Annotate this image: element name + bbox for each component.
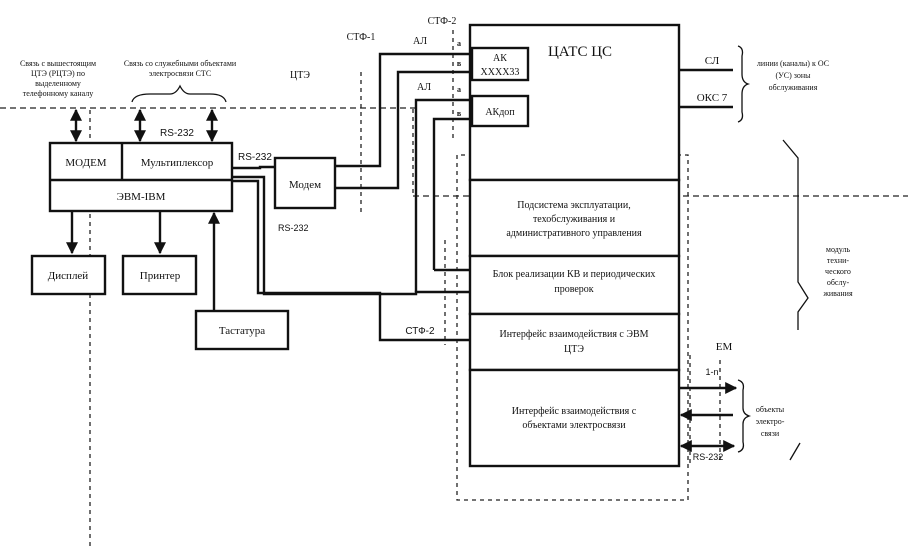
svg-text:объекты: объекты	[756, 405, 785, 414]
rs232-modem-label: RS-232	[278, 223, 309, 233]
external-modem-box	[273, 156, 337, 210]
label-stf1: СТФ-1	[347, 32, 376, 43]
exchange-title: ЦАТС ЦС	[548, 44, 612, 60]
label-cte: ЦТЭ	[290, 70, 310, 81]
line-al-1a	[335, 52, 470, 168]
svg-text:техни-: техни-	[827, 256, 850, 265]
label-em: ЕМ	[716, 341, 733, 353]
label-al-1: АЛ	[413, 36, 427, 47]
ops-subsystem-line-3: административного управления	[506, 228, 642, 239]
ak-code-label: XXXX33	[481, 67, 520, 78]
ops-subsystem-line-2: техобслуживания и	[533, 214, 616, 225]
keyboard-box	[194, 309, 290, 351]
annotation-trunk-lines: линии (каналы) к ОС (УС) зоны обслуживан…	[757, 59, 829, 92]
svg-text:ческого: ческого	[825, 267, 851, 276]
brace-trunk-lines	[737, 45, 751, 123]
label-1-n: 1-n	[705, 367, 718, 377]
telecom-interface-line-2: объектами электросвязи	[522, 420, 626, 431]
printer-box	[121, 254, 198, 296]
svg-text:выделенному: выделенному	[35, 79, 81, 88]
evm-ibm-label: ЭВМ-IBM	[117, 191, 166, 203]
label-oks7: ОКС 7	[697, 92, 728, 104]
telecom-interface-box	[468, 368, 681, 468]
akdop-box	[470, 94, 530, 128]
label-stf2-bottom: СТФ-2	[405, 326, 435, 337]
svg-text:Связь со служебными объектами: Связь со служебными объектами	[124, 59, 237, 68]
evm-interface-box	[468, 312, 681, 372]
external-modem-label: Модем	[289, 179, 321, 191]
label-al-2: АЛ	[417, 82, 431, 93]
svg-text:Связь с вышестоящим: Связь с вышестоящим	[20, 59, 96, 68]
ak-label: АК	[493, 53, 507, 64]
ops-subsystem-line-1: Подсистема эксплуатации,	[517, 200, 630, 211]
svg-text:(УС) зоны: (УС) зоны	[775, 71, 811, 80]
svg-text:модуль: модуль	[826, 245, 851, 254]
rs232-mux-label: RS-232	[238, 152, 272, 163]
ak-box	[470, 46, 530, 82]
pointer-telecom-objects	[789, 442, 801, 461]
svg-text:электро-: электро-	[756, 417, 785, 426]
svg-text:электросвязи СТС: электросвязи СТС	[149, 69, 211, 78]
svg-text:линии (каналы) к ОС: линии (каналы) к ОС	[757, 59, 829, 68]
brace-maintenance-module	[782, 139, 809, 330]
line-al-2a	[414, 98, 470, 292]
wire-a2-label: а	[457, 85, 461, 94]
svg-text:телефонному каналу: телефонному каналу	[23, 89, 94, 98]
rs232-bottom-label: RS-232	[693, 452, 724, 462]
evm-interface-line-1: Интерфейс взаимодействия с ЭВМ	[499, 329, 648, 340]
line-evm-to-interface	[232, 179, 470, 342]
telecom-interface-line-1: Интерфейс взаимодействия с	[512, 406, 637, 417]
brace-service-objects	[131, 84, 227, 103]
wire-b2-label: в	[457, 109, 462, 118]
line-al-2b	[432, 117, 470, 270]
annotation-maintenance-module: модуль техни- ческого обслу- живания	[822, 245, 853, 298]
line-al-1b	[335, 70, 470, 190]
maintenance-module-outline	[456, 154, 689, 501]
kv-block-line-1: Блок реализации КВ и периодических	[493, 269, 656, 280]
label-stf2-top: СТФ-2	[428, 16, 457, 27]
printer-label: Принтер	[140, 270, 181, 282]
ops-subsystem-box	[468, 178, 681, 258]
kv-block-line-2: проверок	[554, 284, 593, 295]
svg-text:живания: живания	[822, 289, 853, 298]
annotation-service-objects: Связь со служебными объектами электросвя…	[124, 59, 237, 78]
annotation-upper-link: Связь с вышестоящим ЦТЭ (РЦТЭ) по выделе…	[20, 59, 96, 98]
label-sl: СЛ	[705, 55, 720, 67]
svg-text:обслу-: обслу-	[827, 278, 850, 287]
kv-block-box	[468, 254, 681, 316]
computer-block	[48, 141, 234, 213]
display-box	[30, 254, 107, 296]
display-label: Дисплей	[48, 270, 89, 282]
keyboard-label: Тастатура	[219, 325, 265, 337]
svg-text:обслуживания: обслуживания	[769, 83, 818, 92]
rs232-top-label: RS-232	[160, 128, 194, 139]
wire-a1-label: а	[457, 39, 461, 48]
annotation-telecom-objects: объекты электро- связи	[756, 405, 785, 438]
multiplexer-label: Мультиплексор	[141, 157, 214, 169]
line-mux-to-modem	[232, 165, 275, 170]
brace-telecom-objects	[737, 379, 752, 453]
modem-label: МОДЕМ	[65, 157, 106, 169]
evm-interface-line-2: ЦТЭ	[564, 344, 584, 355]
svg-text:ЦТЭ (РЦТЭ) по: ЦТЭ (РЦТЭ) по	[31, 69, 85, 78]
svg-text:связи: связи	[761, 429, 780, 438]
wire-b1-label: в	[457, 59, 462, 68]
akdop-label: АКдоп	[485, 107, 515, 118]
